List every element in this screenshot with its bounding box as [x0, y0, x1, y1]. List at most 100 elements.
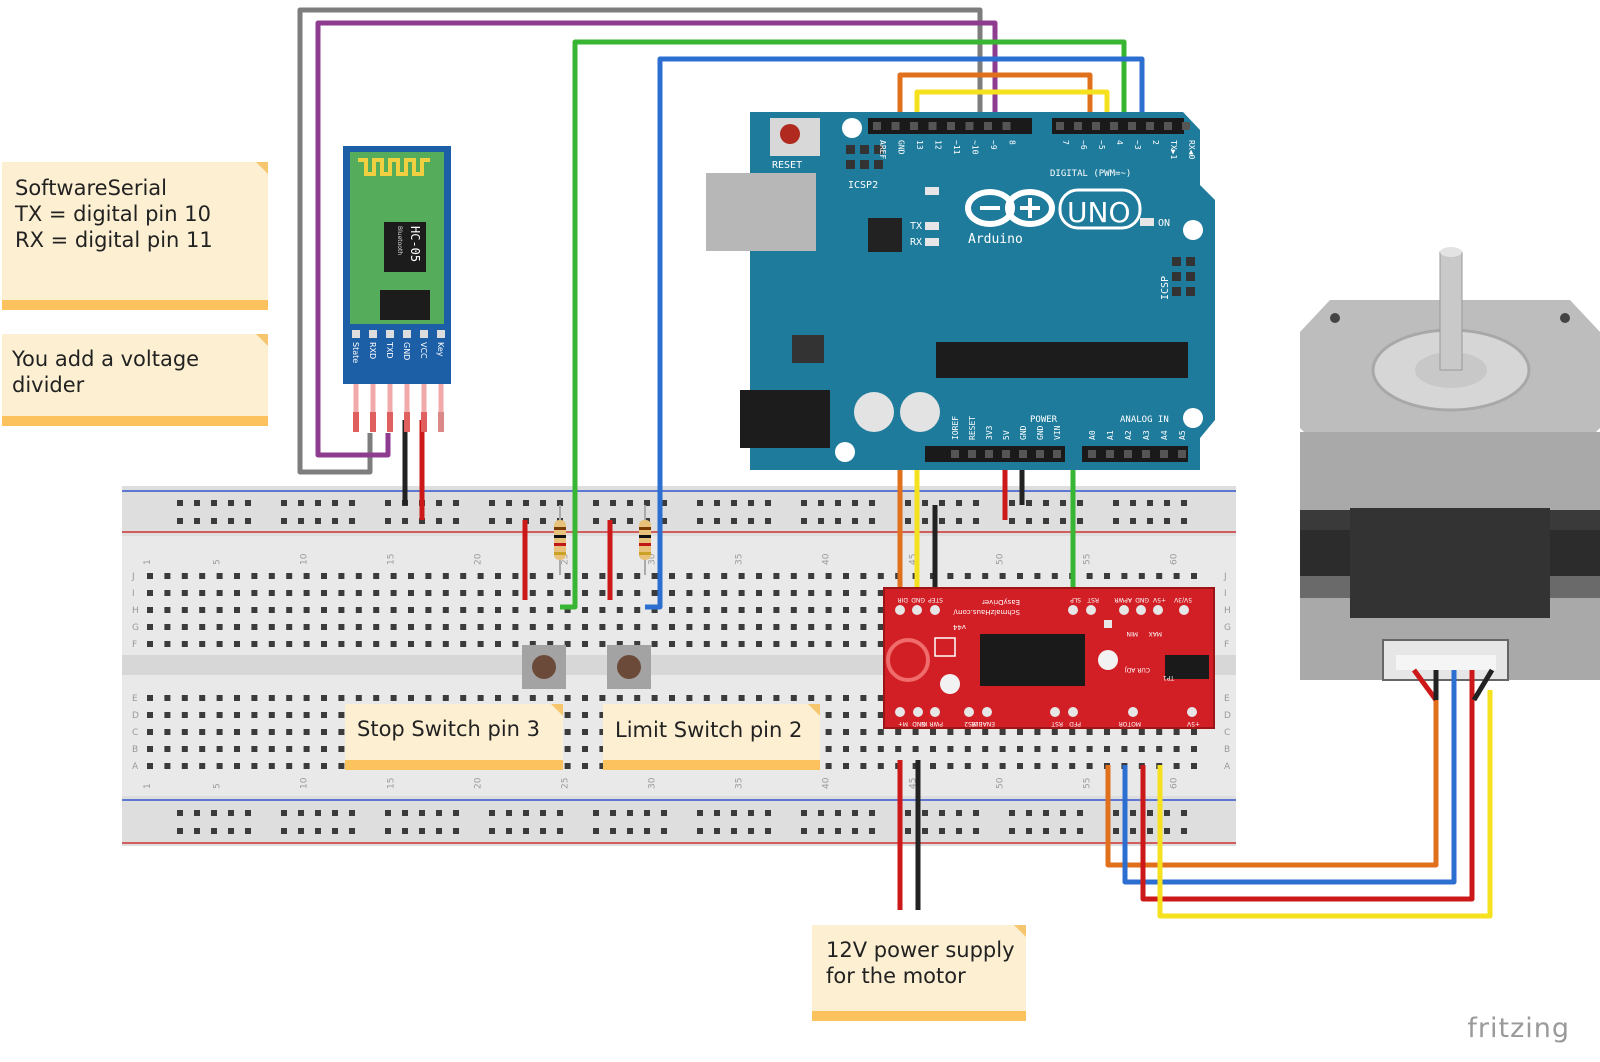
- breadboard-hole: [442, 573, 449, 579]
- wire-motor-blue: [1122, 690, 1457, 885]
- bt-pin-tip: [404, 412, 410, 432]
- breadboard-hole: [1034, 729, 1041, 735]
- breadboard-hole: [877, 746, 884, 752]
- breadboard-hole: [477, 607, 484, 613]
- breadboard-hole: [627, 810, 633, 816]
- breadboard-hole: [825, 763, 832, 769]
- breadboard-hole: [593, 828, 599, 834]
- column-number: 50: [996, 777, 1006, 789]
- breadboard-hole: [877, 712, 884, 718]
- header-pin: [1128, 122, 1136, 130]
- breadboard-hole: [852, 500, 858, 506]
- breadboard-hole: [686, 590, 693, 596]
- breadboard-hole: [286, 712, 293, 718]
- breadboard-hole: [999, 729, 1006, 735]
- breadboard-hole: [512, 607, 519, 613]
- breadboard-hole: [1051, 763, 1058, 769]
- breadboard-hole: [564, 712, 571, 718]
- breadboard-hole: [211, 810, 217, 816]
- breadboard-hole: [1121, 729, 1128, 735]
- note-stop-switch[interactable]: Stop Switch pin 3: [345, 704, 563, 770]
- breadboard-hole: [964, 729, 971, 735]
- power-jack: [740, 390, 830, 448]
- breadboard-hole: [281, 828, 287, 834]
- breadboard-hole: [697, 500, 703, 506]
- header-pin: [1106, 450, 1114, 458]
- breadboard-hole: [303, 573, 310, 579]
- note-line: 12V power supply: [826, 938, 1015, 962]
- breadboard-hole: [616, 573, 623, 579]
- breadboard-hole: [1138, 746, 1145, 752]
- breadboard-hole: [251, 712, 258, 718]
- driver-pin: [1086, 605, 1096, 615]
- breadboard-hole: [298, 500, 304, 506]
- note-voltage-divider[interactable]: You add a voltage divider: [2, 334, 268, 426]
- header-pin: [1056, 122, 1064, 130]
- breadboard-hole: [385, 828, 391, 834]
- wire-motor-orange: [1105, 690, 1439, 868]
- note-power-supply[interactable]: 12V power supply for the motor: [812, 925, 1026, 1021]
- breadboard-hole: [765, 518, 771, 524]
- breadboard-hole: [999, 746, 1006, 752]
- breadboard-hole: [731, 518, 737, 524]
- breadboard-hole: [303, 746, 310, 752]
- driver-pin-label: APWR: [1114, 596, 1132, 603]
- breadboard-hole: [738, 624, 745, 630]
- breadboard-hole: [982, 729, 989, 735]
- icsp-label: ICSP: [1160, 276, 1171, 300]
- breadboard-hole: [1156, 729, 1163, 735]
- breadboard-hole: [627, 518, 633, 524]
- breadboard-hole: [495, 695, 501, 701]
- breadboard-hole: [808, 590, 815, 596]
- breadboard-hole: [843, 729, 849, 735]
- header-pin: [1074, 122, 1082, 130]
- breadboard-hole: [956, 518, 962, 524]
- breadboard-hole: [731, 500, 737, 506]
- driver-pin: [1068, 605, 1078, 615]
- header-pin: [1053, 450, 1061, 458]
- note-limit-switch[interactable]: Limit Switch pin 2: [603, 704, 820, 770]
- breadboard-hole: [211, 828, 217, 834]
- breadboard-hole: [373, 624, 380, 630]
- note-line: Limit Switch pin 2: [615, 718, 803, 742]
- bt-pin-label: TXD: [385, 341, 394, 359]
- digital-pin-label: AREF: [878, 140, 887, 159]
- driver-brand-line2: EasyDriver: [982, 598, 1020, 606]
- header-pin: [1019, 450, 1027, 458]
- breadboard-hole: [506, 810, 512, 816]
- breadboard-hole: [748, 518, 754, 524]
- breadboard-hole: [321, 746, 327, 752]
- breadboard-hole: [634, 573, 641, 579]
- breadboard-hole: [529, 590, 536, 596]
- breadboard-hole: [251, 763, 258, 769]
- breadboard-hole: [216, 763, 223, 769]
- breadboard-hole: [1086, 763, 1093, 769]
- bt-pin-pad: [420, 330, 428, 338]
- bt-pin-tip: [438, 412, 444, 432]
- breadboard-hole: [147, 763, 153, 769]
- note-software-serial[interactable]: SoftwareSerial TX = digital pin 10 RX = …: [2, 162, 268, 310]
- breadboard-hole: [286, 746, 293, 752]
- breadboard-hole: [1181, 518, 1187, 524]
- breadboard-hole: [964, 573, 971, 579]
- breadboard-hole: [147, 729, 153, 735]
- note-line: Stop Switch pin 3: [357, 717, 541, 741]
- breadboard-hole: [1086, 573, 1093, 579]
- breadboard-hole: [564, 573, 571, 579]
- breadboard-hole: [216, 729, 223, 735]
- breadboard-hole: [748, 828, 754, 834]
- breadboard-hole: [234, 641, 240, 647]
- breadboard-hole: [303, 607, 310, 613]
- breadboard-hole: [234, 746, 240, 752]
- breadboard-hole: [669, 573, 675, 579]
- breadboard-hole: [251, 607, 258, 613]
- row-letter: H: [1224, 606, 1231, 616]
- row-letter: D: [132, 711, 139, 721]
- breadboard-hole: [315, 828, 321, 834]
- header-pin: [1124, 450, 1132, 458]
- breadboard-hole: [843, 695, 849, 701]
- breadboard-hole: [216, 590, 223, 596]
- breadboard-hole: [651, 573, 658, 579]
- breadboard-hole: [651, 641, 658, 647]
